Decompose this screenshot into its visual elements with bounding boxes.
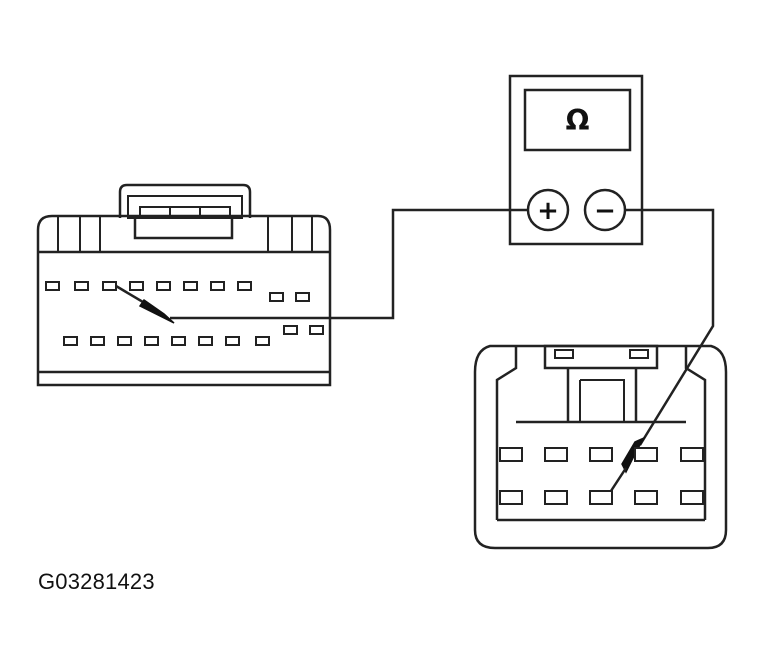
ohm-symbol: Ω — [566, 104, 590, 137]
test-leads — [115, 208, 715, 495]
plus-symbol: + — [537, 196, 559, 226]
ohmmeter: Ω + − — [508, 74, 644, 246]
right-pin — [680, 490, 704, 505]
negative-probe-tip — [607, 467, 628, 495]
right-pin-probed — [589, 490, 613, 505]
left-pin — [129, 281, 144, 291]
left-pin — [225, 336, 240, 346]
right-pin — [544, 490, 568, 505]
ohmmeter-body — [508, 74, 644, 246]
right-pin — [634, 490, 658, 505]
left-pin — [144, 336, 159, 346]
left-pin — [156, 281, 171, 291]
positive-lead-wire — [170, 208, 528, 320]
left-pin — [237, 281, 252, 291]
left-pin — [283, 325, 298, 335]
left-pin — [171, 336, 186, 346]
left-pin — [183, 281, 198, 291]
figure-code: G03281423 — [38, 569, 155, 594]
right-pin — [634, 447, 658, 462]
left-connector — [36, 183, 332, 387]
left-pin — [117, 336, 132, 346]
left-pin — [255, 336, 270, 346]
left-pin — [309, 325, 324, 335]
right-pin — [680, 447, 704, 462]
ohmmeter-display — [523, 88, 632, 152]
left-pin-probed — [102, 281, 117, 291]
positive-probe-handle — [138, 298, 175, 324]
left-pin — [269, 292, 284, 302]
left-pin — [198, 336, 213, 346]
negative-lead-wire — [625, 208, 715, 446]
minus-symbol: − — [594, 196, 616, 226]
right-pin — [499, 447, 523, 462]
left-pin — [45, 281, 60, 291]
right-pin — [589, 447, 613, 462]
left-pin — [90, 336, 105, 346]
right-pin — [499, 490, 523, 505]
left-pin — [74, 281, 89, 291]
right-connector — [473, 344, 728, 550]
right-pin — [544, 447, 568, 462]
left-pin — [295, 292, 310, 302]
left-pin — [63, 336, 78, 346]
left-pin — [210, 281, 225, 291]
